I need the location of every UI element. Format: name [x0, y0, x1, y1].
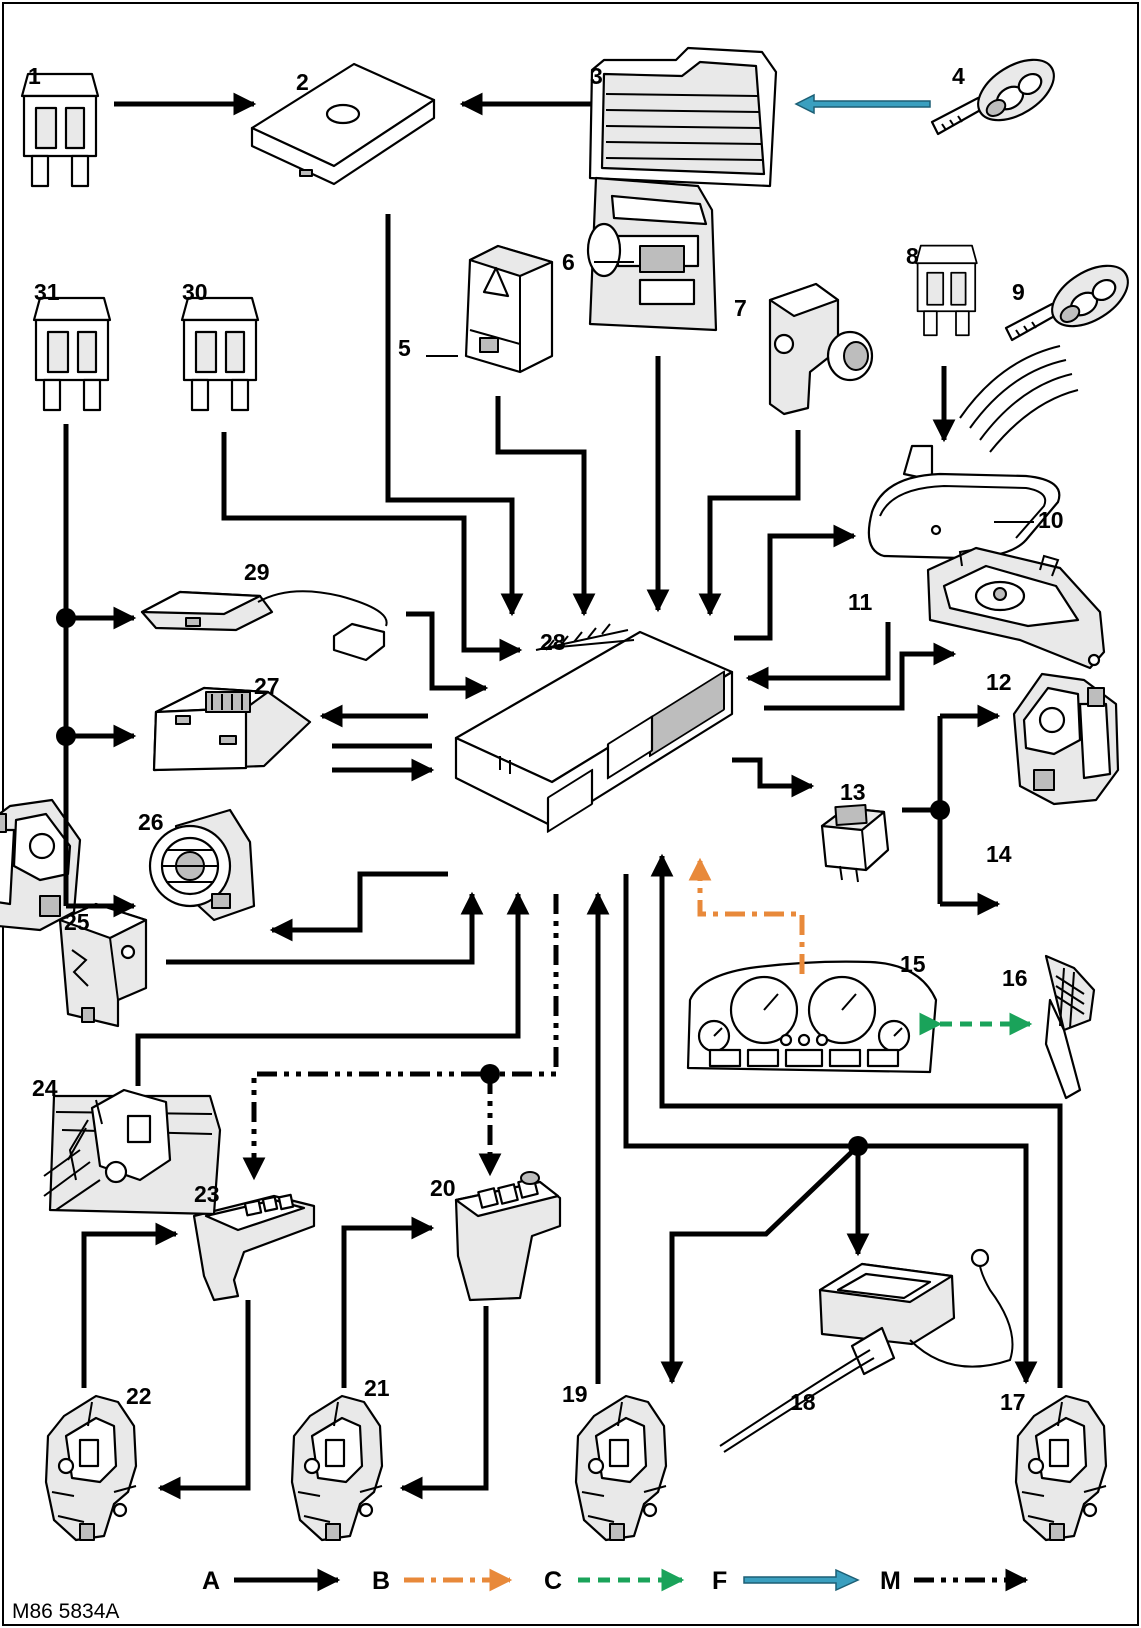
label-17: 17: [1000, 1389, 1026, 1415]
fuel-flap-actuator-18: [720, 1250, 1013, 1452]
legend-key-b: B: [372, 1567, 390, 1595]
label-18: 18: [790, 1389, 816, 1415]
interior-mirror-10: [869, 446, 1059, 558]
signal-waves: [960, 346, 1078, 452]
remote-key-4: [932, 47, 1064, 134]
legend-item-c: C: [544, 1567, 682, 1595]
diagnostic-socket-16: [1046, 956, 1094, 1098]
hazard-switch-5: [466, 246, 552, 372]
sensor-29: [142, 591, 387, 660]
label-22: 22: [126, 1383, 152, 1409]
label-13: 13: [840, 779, 866, 805]
figure-reference: M86 5834A: [12, 1600, 119, 1623]
label-28: 28: [540, 629, 566, 655]
label-5: 5: [398, 335, 411, 361]
junction-dot: [56, 608, 76, 628]
heated-rear-window-3: [590, 48, 776, 186]
fuse-1: [22, 74, 98, 186]
label-15: 15: [900, 951, 926, 977]
label-8: 8: [906, 243, 919, 269]
legend-key-a: A: [202, 1567, 220, 1595]
wiper-motor-11: [928, 548, 1104, 668]
control-module-2: [252, 64, 434, 184]
label-27: 27: [254, 673, 280, 699]
label-25: 25: [64, 909, 90, 935]
label-31: 31: [34, 279, 60, 305]
label-6: 6: [562, 249, 575, 275]
fuse-30: [182, 298, 258, 410]
legend-item-f: F: [712, 1567, 858, 1595]
label-19: 19: [562, 1381, 588, 1407]
legend-item-m: M: [880, 1567, 1026, 1595]
instrument-pack-15: [688, 962, 936, 1072]
alarm-sounder-26: [150, 810, 254, 920]
label-23: 23: [194, 1181, 220, 1207]
junction-dot: [848, 1136, 868, 1156]
legend: A B C F M: [202, 1567, 1026, 1595]
label-29: 29: [244, 559, 270, 585]
door-latch-19: [576, 1396, 666, 1540]
label-24: 24: [32, 1075, 58, 1101]
legend-item-b: B: [372, 1567, 510, 1595]
legend-key-m: M: [880, 1567, 901, 1595]
ignition-switch-7: [770, 284, 872, 414]
junction-dot: [930, 800, 950, 820]
door-latch-22: [46, 1396, 136, 1540]
label-3: 3: [590, 63, 603, 89]
label-7: 7: [734, 295, 747, 321]
latch-12: [1014, 674, 1118, 804]
label-9: 9: [1012, 279, 1025, 305]
door-latch-21: [292, 1396, 382, 1540]
junction-dot: [56, 726, 76, 746]
wire-type-b: [700, 860, 802, 974]
label-11: 11: [848, 589, 873, 615]
label-26: 26: [138, 809, 164, 835]
label-14: 14: [986, 841, 1012, 867]
label-1: 1: [28, 63, 41, 89]
door-latch-17: [1016, 1396, 1106, 1540]
wire-type-f: [796, 95, 930, 113]
relay-13: [822, 805, 888, 882]
control-module-27: [154, 688, 310, 770]
label-30: 30: [182, 279, 208, 305]
label-10: 10: [1038, 507, 1064, 533]
remote-key-9: [1006, 253, 1138, 340]
label-21: 21: [364, 1375, 390, 1401]
legend-key-f: F: [712, 1567, 727, 1595]
label-20: 20: [430, 1175, 456, 1201]
window-switch-pack-20: [456, 1172, 560, 1300]
legend-key-c: C: [544, 1567, 562, 1595]
label-12: 12: [986, 669, 1012, 695]
label-16: 16: [1002, 965, 1028, 991]
fuse-31: [34, 298, 110, 410]
tailgate-switch-6: [588, 178, 716, 330]
fuse-8: [916, 246, 977, 336]
legend-item-a: A: [202, 1567, 338, 1595]
label-4: 4: [952, 63, 965, 89]
label-2: 2: [296, 69, 309, 95]
body-control-unit-28: [456, 624, 732, 832]
